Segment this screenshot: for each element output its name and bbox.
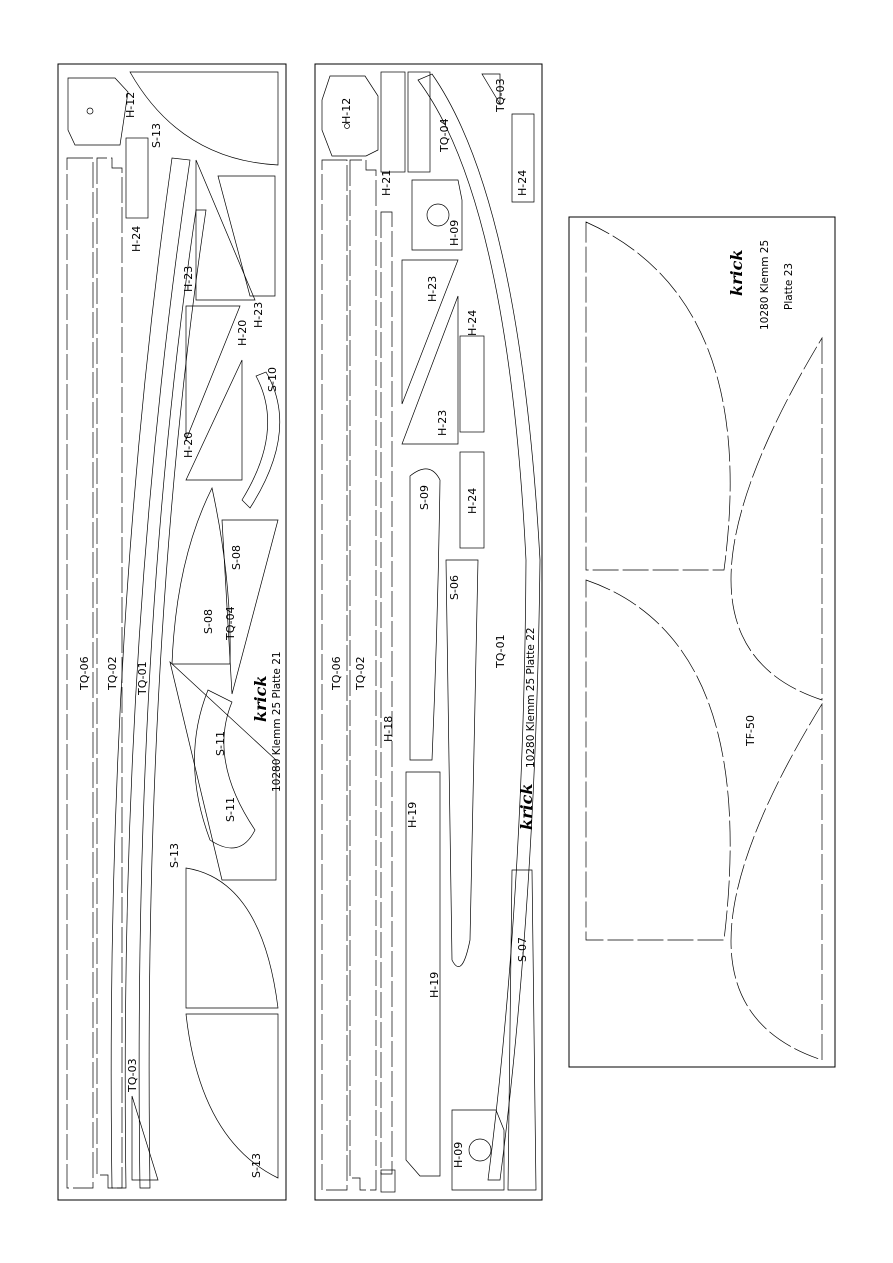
label-h23-a: H-23 — [182, 266, 195, 292]
part-h24 — [125, 137, 149, 219]
label-h24-top: H-24 — [516, 170, 529, 196]
plate-23: TF-50 krick 10280 Klemm 25 Platte 23 — [568, 216, 836, 1068]
part-tq06-strip — [66, 157, 94, 1189]
part-s10 — [241, 371, 281, 509]
krick-logo-plate23: krick — [727, 250, 746, 296]
plate-22-caption: 10280 Klemm 25 Platte 22 — [525, 627, 537, 768]
plate-22-border — [314, 63, 543, 1201]
plate-21-caption: 10280 Klemm 25 Platte 21 — [271, 651, 283, 792]
label-s13-top: S-13 — [150, 123, 163, 148]
label-h21: H-21 — [380, 170, 393, 196]
label-h23-b-p22: H-23 — [436, 410, 449, 436]
part-h12-p22 — [321, 75, 379, 157]
label-h12: H-12 — [124, 92, 137, 118]
part-h12-p22-hole — [344, 123, 350, 129]
plate-21: TQ-06 TQ-02 TQ-01 H-12 S-13 H-24 H-23 H-… — [57, 63, 287, 1201]
label-h20-a: H-20 — [236, 320, 249, 346]
label-h19-b: H-19 — [428, 972, 441, 998]
part-h23-b — [217, 175, 276, 297]
part-s11 — [194, 689, 256, 849]
part-tf50-c — [585, 579, 731, 941]
part-h23-b-p22 — [401, 295, 459, 445]
label-s07: S-07 — [516, 937, 529, 962]
part-h09-top-hole — [426, 203, 450, 227]
part-h19 — [405, 771, 441, 1177]
label-h24-low: H-24 — [466, 488, 479, 514]
part-h23-a-p22 — [401, 259, 459, 405]
label-h24-mid: H-24 — [466, 310, 479, 336]
plate-23-border — [568, 216, 836, 1068]
label-h18: H-18 — [382, 716, 395, 742]
part-s06 — [445, 559, 479, 967]
part-tq06-strip-p22 — [321, 159, 348, 1191]
label-h23-b: H-23 — [252, 302, 265, 328]
part-s13-top — [129, 71, 279, 166]
part-top-rect-b — [407, 71, 431, 173]
label-tq04: TQ-04 — [224, 606, 237, 641]
label-h19-a: H-19 — [406, 802, 419, 828]
part-s08-tri — [221, 519, 279, 695]
part-top-rect-a — [380, 71, 406, 173]
label-tq06: TQ-06 — [78, 656, 91, 691]
label-h12-p22: H-12 — [340, 98, 353, 124]
part-tf50-d — [730, 702, 823, 1061]
part-h20-a — [185, 305, 241, 441]
part-tq03 — [131, 1095, 159, 1181]
label-tq03-p22: TQ-03 — [494, 78, 507, 113]
label-s08-b: S-08 — [202, 609, 215, 634]
part-s07 — [507, 869, 537, 1191]
label-h20-b: H-20 — [182, 432, 195, 458]
part-tf50-b — [730, 336, 823, 701]
label-tq06-p22: TQ-06 — [330, 656, 343, 691]
part-h23-a — [195, 159, 256, 301]
part-tq01-strip — [110, 157, 191, 1189]
part-h24-top — [511, 113, 535, 203]
part-tq03-p22 — [481, 73, 501, 106]
label-s09: S-09 — [418, 485, 431, 510]
part-s09 — [409, 468, 441, 761]
part-h09-bottom-hole — [468, 1138, 492, 1162]
part-h12-hole — [86, 107, 94, 115]
part-tq02-strip-p22 — [349, 159, 377, 1191]
label-s13-bottom: S-13 — [250, 1153, 263, 1178]
krick-logo-plate22: krick — [517, 784, 536, 830]
label-tq01-p22: TQ-01 — [494, 634, 507, 669]
part-h12 — [67, 77, 129, 146]
label-tq03: TQ-03 — [126, 1058, 139, 1093]
label-h09-bottom: H-09 — [452, 1142, 465, 1168]
part-h24-mid — [459, 335, 485, 433]
label-h09-top: H-09 — [448, 220, 461, 246]
label-h24: H-24 — [130, 226, 143, 252]
label-s08-a: S-08 — [230, 545, 243, 570]
part-tail-triangle — [169, 660, 277, 881]
plate-22: H-12 TQ-03 TQ-04 H-24 H-21 H-09 H-23 H-2… — [314, 63, 543, 1201]
part-s13-lower-a — [185, 867, 279, 1009]
label-tq01: TQ-01 — [136, 661, 149, 696]
label-s06: S-06 — [448, 575, 461, 600]
label-s10: S-10 — [266, 367, 279, 392]
part-tf50-a — [585, 221, 731, 571]
label-s11-b: S-11 — [224, 797, 237, 822]
label-s13-mid: S-13 — [168, 843, 181, 868]
label-s11-a: S-11 — [214, 731, 227, 756]
label-tf50: TF-50 — [744, 715, 757, 747]
part-h09-top — [411, 179, 463, 251]
plate-21-border — [57, 63, 287, 1201]
part-h09-bottom — [451, 1109, 505, 1191]
label-tq02: TQ-02 — [106, 656, 119, 691]
part-h18-strip — [380, 211, 393, 1175]
label-tq04-p22: TQ-04 — [438, 118, 451, 153]
plate-23-caption-line2: Platte 23 — [783, 263, 795, 310]
part-tq01-p22 — [417, 73, 541, 1181]
part-h24-low — [459, 451, 485, 549]
part-h18-end — [380, 1169, 396, 1193]
krick-logo-plate21: krick — [251, 676, 270, 722]
label-tq02-p22: TQ-02 — [354, 656, 367, 691]
part-s08-region — [171, 486, 231, 665]
plate-23-caption-line1: 10280 Klemm 25 — [759, 240, 771, 330]
part-s13-lower-b — [185, 1013, 279, 1179]
label-h23-a-p22: H-23 — [426, 276, 439, 302]
part-h20-b — [185, 359, 243, 481]
